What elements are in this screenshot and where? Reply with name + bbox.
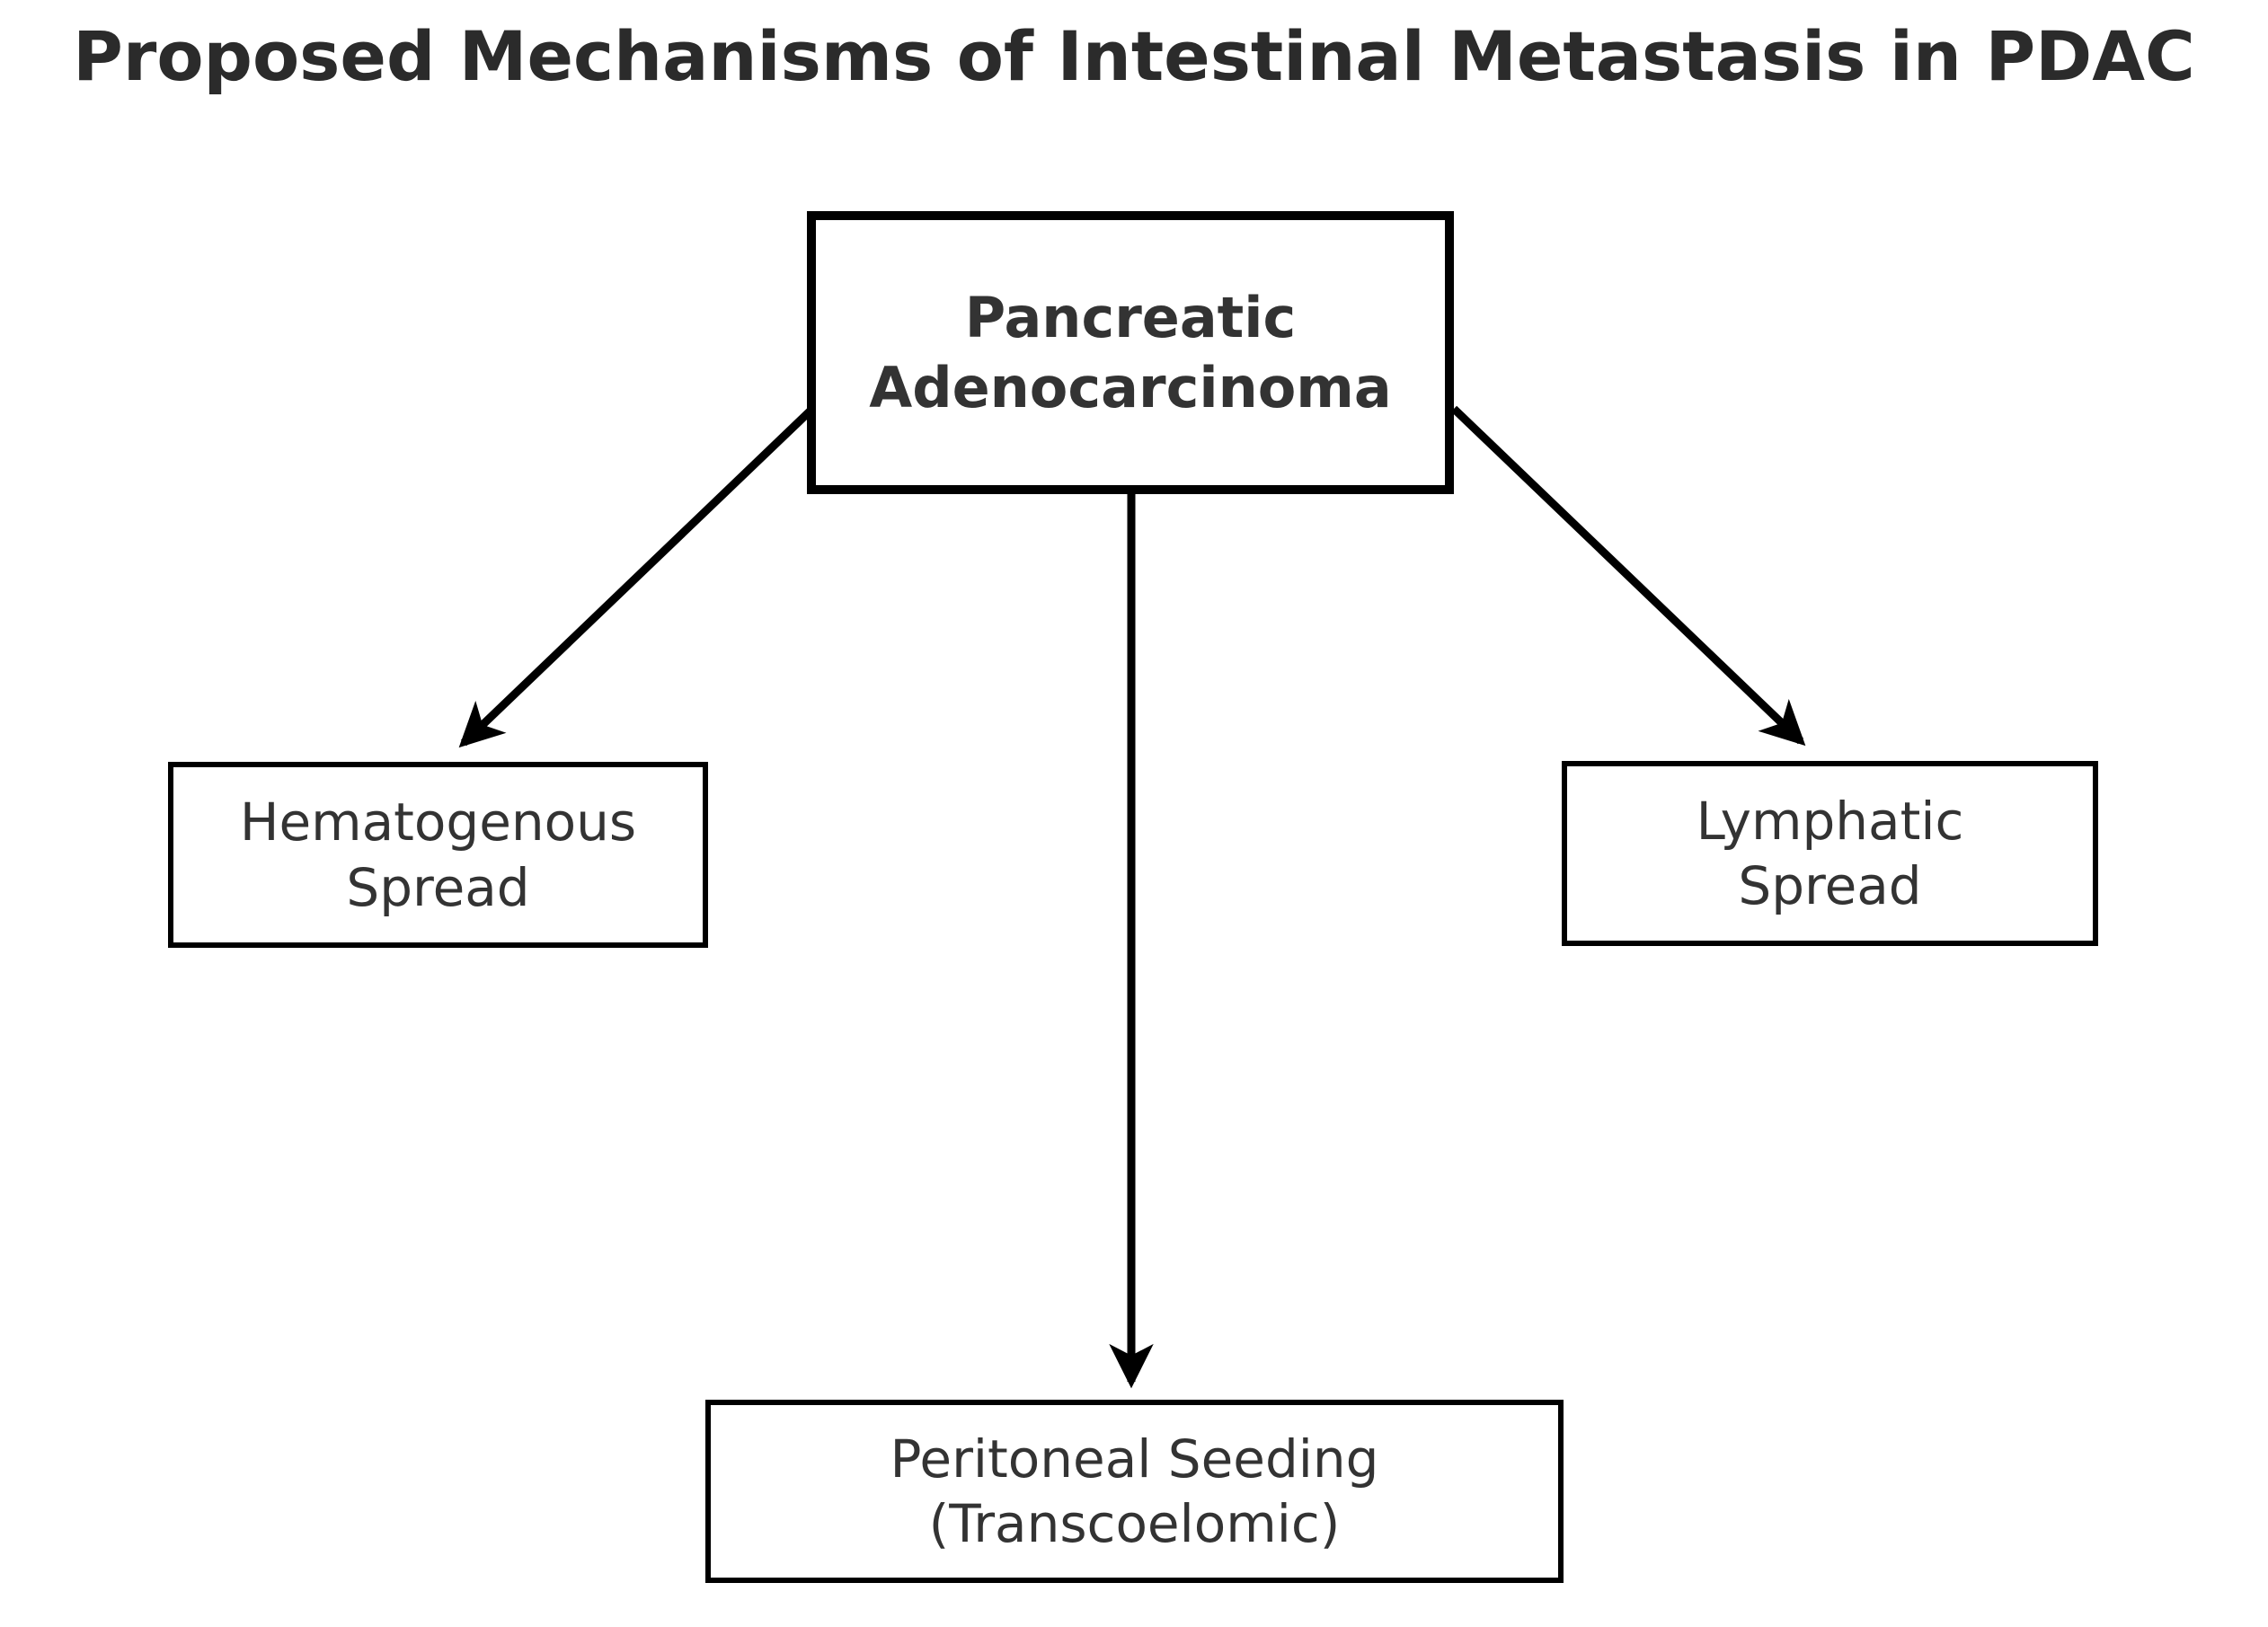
diagram-title: Proposed Mechanisms of Intestinal Metast… [73,16,2195,96]
node-peritoneal-seeding: Peritoneal Seeding (Transcoelomic) [705,1400,1564,1583]
node-hematogenous-spread: Hematogenous Spread [168,762,708,948]
node-label-line: Pancreatic [964,285,1297,350]
node-label-line: Hematogenous [239,791,637,853]
node-label-line: Spread [1738,855,1922,916]
edge-root-to-hematogenous [458,407,814,748]
node-pancreatic-adenocarcinoma: Pancreatic Adenocarcinoma [807,211,1454,494]
node-label-line: Adenocarcinoma [869,354,1392,420]
node-label-line: (Transcoelomic) [928,1493,1341,1554]
node-label-line: Peritoneal Seeding [890,1428,1379,1490]
node-label-line: Lymphatic [1696,790,1964,852]
node-label-line: Spread [346,856,530,918]
edge-root-to-lymphatic [1450,405,1806,747]
node-lymphatic-spread: Lymphatic Spread [1562,761,2098,946]
